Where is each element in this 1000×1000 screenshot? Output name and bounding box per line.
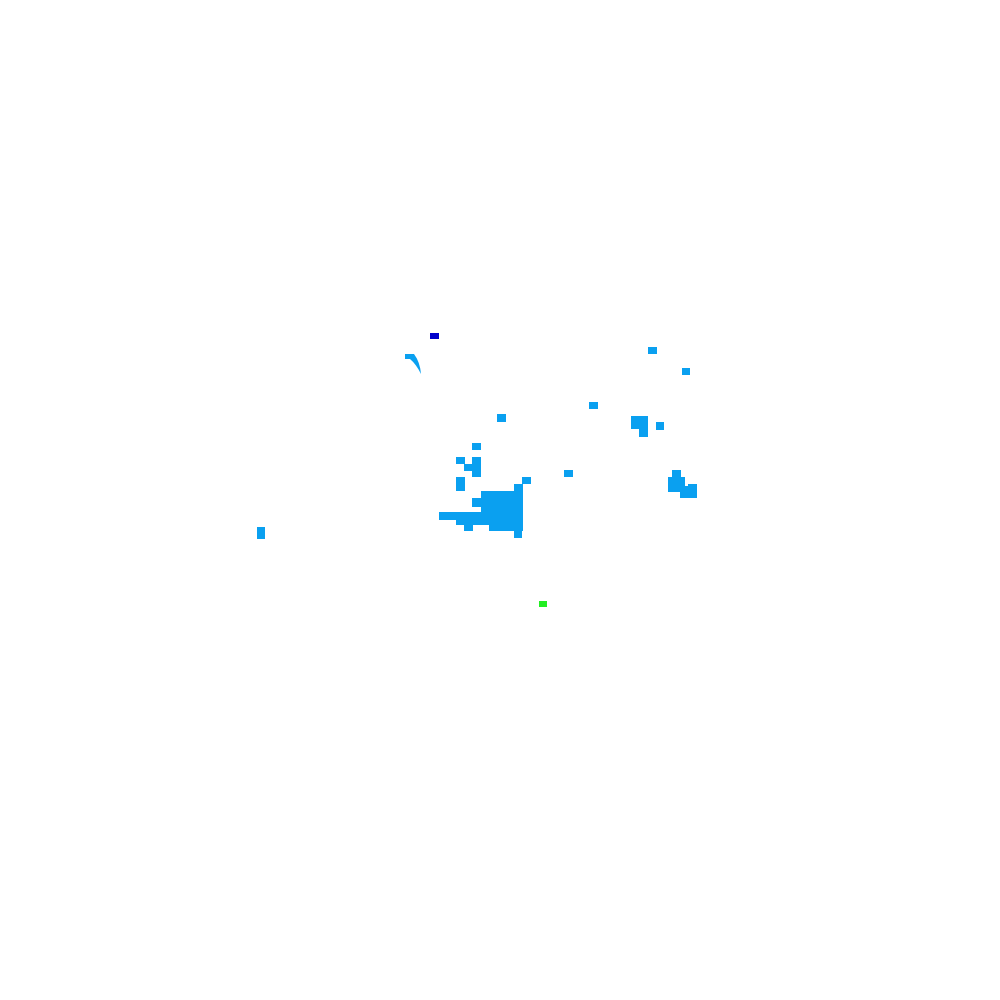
obstacle-cell [688, 484, 697, 498]
obstacle-cell [656, 422, 664, 430]
obstacle-cell [472, 443, 481, 450]
obstacle-cell [514, 524, 522, 538]
obstacle-cell [497, 414, 506, 422]
obstacle-cell [257, 527, 265, 539]
obstacle-cell [464, 524, 473, 531]
obstacle-cell [456, 457, 465, 464]
obstacle-cell [564, 470, 573, 477]
obstacle-cell [472, 498, 523, 507]
curved-obstacle [405, 354, 421, 374]
obstacle-cells [257, 347, 697, 539]
obstacle-cell [522, 477, 531, 484]
obstacle-cell [514, 484, 523, 500]
obstacle-cell [481, 505, 490, 513]
obstacle-cell [639, 429, 648, 437]
obstacle-cell [682, 368, 690, 375]
goal-marker [539, 601, 547, 607]
start-marker [430, 333, 439, 339]
obstacle-cell [631, 416, 648, 429]
obstacle-cell [456, 477, 465, 491]
obstacle-cell [672, 470, 681, 478]
obstacle-cell [589, 402, 598, 409]
obstacle-cell [439, 512, 523, 520]
obstacle-cell [648, 347, 657, 354]
obstacle-cell [481, 491, 523, 500]
obstacle-cell [456, 518, 490, 525]
obstacle-cell [472, 457, 481, 477]
